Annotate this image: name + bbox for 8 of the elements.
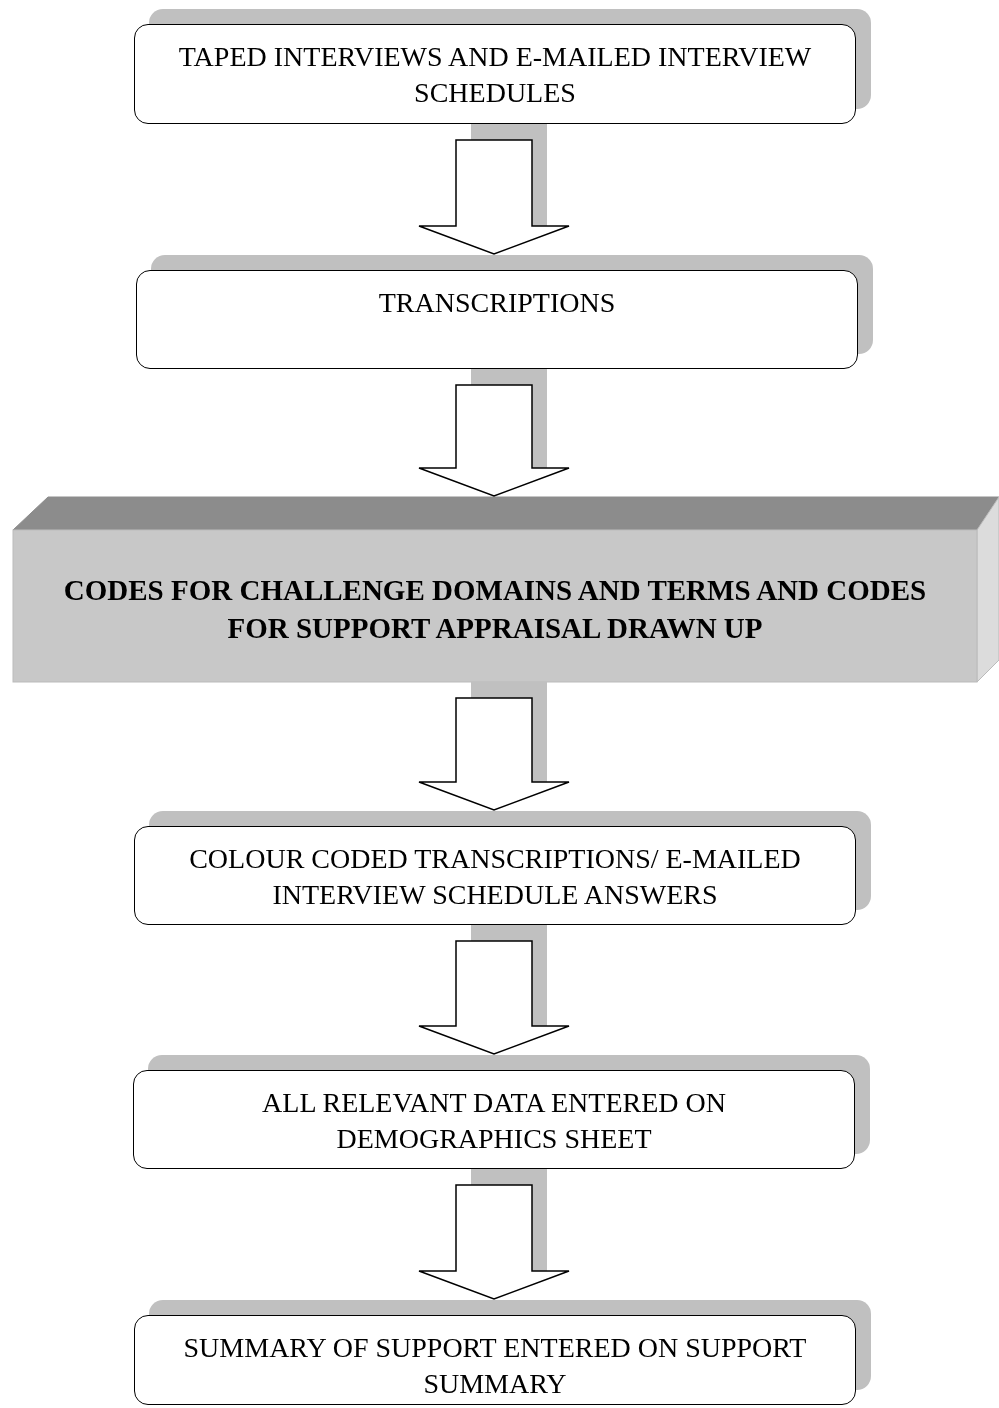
step-text: COLOUR CODED TRANSCRIPTIONS/ E-MAILED INTERVIEW SCHEDULE ANSWERS xyxy=(188,842,802,913)
step-text: TAPED INTERVIEWS AND E-MAILED INTERVIEW SCHEDULES xyxy=(177,40,813,111)
step-text: CODES FOR CHALLENGE DOMAINS AND TERMS AND CODES FOR SUPPORT APPRAISAL DRAWN UP xyxy=(62,573,928,646)
step-text: TRANSCRIPTIONS xyxy=(378,286,616,320)
step-text: SUMMARY OF SUPPORT ENTERED ON SUPPORT SUMMARY xyxy=(182,1331,808,1402)
step-text: ALL RELEVANT DATA ENTERED ON DEMOGRAPHICS SHEET xyxy=(261,1086,727,1157)
block-arrow xyxy=(418,384,570,497)
block-arrow xyxy=(418,1184,570,1300)
